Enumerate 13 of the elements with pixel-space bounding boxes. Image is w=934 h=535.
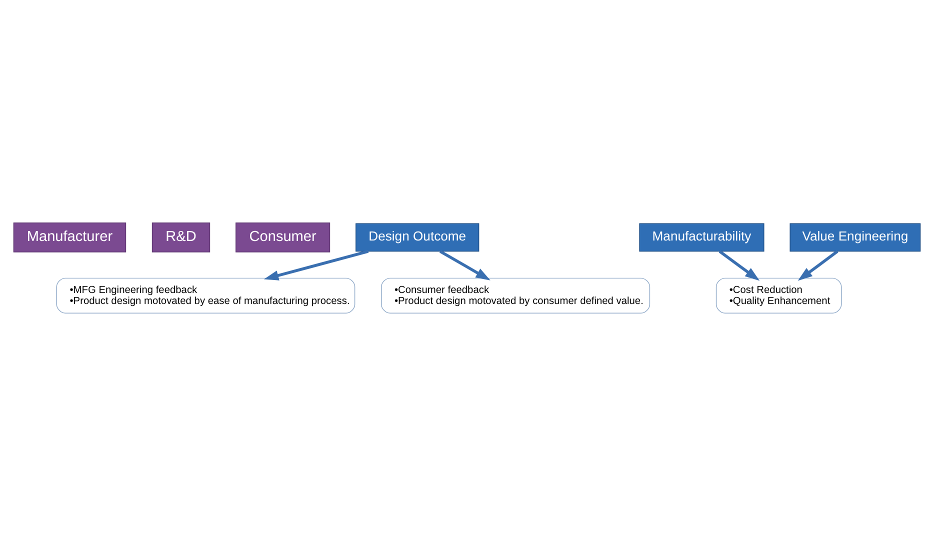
arrow — [264, 249, 369, 280]
node-box: Value Engineering — [790, 222, 921, 252]
node-box: Design Outcome — [356, 222, 480, 252]
node-box: •MFG Engineering feedback •Product design motovated by ease of manufacturing process. — [56, 277, 356, 313]
node-box: Consumer — [236, 222, 330, 252]
node-box: R&D — [152, 222, 210, 252]
node-box: Manufacturer — [13, 222, 126, 252]
arrow — [798, 250, 838, 280]
node-box: •Cost Reduction •Quality Enhancement — [716, 277, 842, 313]
node-box: Manufacturability — [639, 222, 764, 252]
arrow — [718, 250, 760, 280]
arrow — [439, 250, 490, 280]
node-box: •Consumer feedback •Product design motovated by consumer defined value. — [381, 277, 650, 313]
